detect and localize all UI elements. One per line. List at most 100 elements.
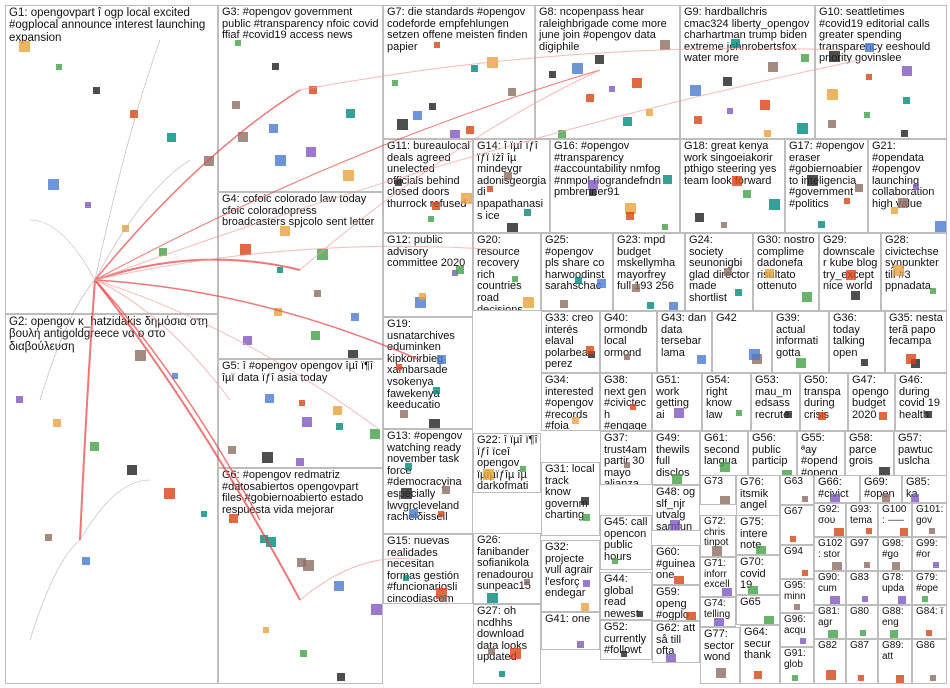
group-label: G38: next gen #civictech #engage useful: [604, 375, 649, 431]
node-icon: [736, 410, 742, 416]
node-icon: [926, 630, 932, 636]
node-icon: [370, 429, 380, 439]
group-label: G56: public particip: [752, 433, 794, 468]
node-icon: [864, 562, 870, 568]
group-g29: G29: downscaler kube blog try_except nic…: [819, 233, 881, 311]
node-icon: [575, 277, 582, 284]
group-g40: G40: ormondb local ormond: [600, 311, 657, 373]
node-icon: [769, 199, 780, 210]
node-icon: [586, 94, 594, 102]
node-icon: [487, 593, 498, 604]
group-g1: G1: opengovpart î ogp local excited #ogp…: [5, 5, 218, 314]
node-icon: [860, 630, 866, 636]
group-label: G6: #opengov redmatriz #datosabiertos op…: [222, 470, 380, 516]
node-icon: [830, 494, 840, 503]
group-label: G90: cum: [818, 573, 843, 594]
group-label: G45: call opencon public hours: [604, 517, 649, 563]
node-icon: [756, 546, 766, 555]
node-icon: [85, 202, 91, 208]
node-icon: [732, 176, 742, 186]
group-g30: G30: nostro complime dadonefa risultato …: [753, 233, 819, 311]
node-icon: [524, 579, 530, 585]
group-g67: G67: [780, 505, 814, 545]
node-icon: [488, 648, 495, 655]
group-label: G82: [818, 641, 843, 652]
group-label: G13: #opengov watching ready november ta…: [387, 431, 470, 524]
node-icon: [865, 43, 874, 52]
node-icon: [314, 290, 321, 297]
node-icon: [348, 350, 358, 359]
node-icon: [632, 284, 640, 292]
node-icon: [858, 675, 864, 681]
node-icon: [768, 62, 778, 72]
node-icon: [933, 562, 939, 568]
node-icon: [911, 494, 919, 502]
node-icon: [785, 411, 792, 418]
group-g92: G92: σου: [814, 503, 846, 537]
node-icon: [450, 130, 460, 139]
group-label: G43: dan data tersebar lama: [661, 313, 709, 359]
node-icon: [274, 308, 282, 316]
group-label: G8: ncopenpass hear raleighbrigade come …: [539, 7, 677, 53]
node-icon: [862, 596, 868, 602]
node-icon: [317, 249, 328, 260]
node-icon: [900, 528, 908, 536]
node-icon: [581, 497, 589, 505]
group-g39: G39: actual informati gotta: [772, 311, 829, 373]
group-g82: G82: [814, 639, 846, 684]
node-icon: [626, 212, 634, 220]
group-label: G30: nostro complime dadonefa risultato …: [757, 235, 816, 293]
node-icon: [896, 675, 904, 683]
group-g31: G31: local track know governm charting: [541, 462, 600, 536]
node-icon: [828, 120, 836, 128]
node-icon: [429, 419, 440, 429]
node-icon: [419, 293, 426, 300]
group-label: G34: interested #opengov #records #foia: [545, 375, 597, 431]
node-icon: [164, 488, 175, 499]
node-icon: [572, 63, 583, 74]
node-icon: [122, 225, 129, 232]
node-icon: [269, 124, 278, 133]
node-icon: [891, 207, 898, 214]
node-icon: [266, 537, 276, 547]
node-icon: [930, 288, 936, 294]
group-label: G11: bureaulocal deals agreed unelected …: [387, 141, 470, 211]
node-icon: [413, 111, 422, 120]
group-label: G81: agr: [818, 607, 843, 628]
group-g50: G50: transpa during crisis: [800, 373, 848, 431]
node-icon: [396, 364, 402, 370]
node-icon: [56, 64, 62, 70]
node-icon: [828, 630, 838, 639]
node-icon: [572, 417, 579, 424]
node-icon: [714, 618, 724, 627]
node-icon: [731, 39, 740, 48]
group-label: G29: downscaler kube blog try_except nic…: [823, 235, 878, 293]
node-icon: [669, 302, 678, 311]
node-icon: [879, 412, 887, 420]
group-label: G39: actual informati gotta: [776, 313, 826, 359]
node-icon: [637, 611, 643, 617]
node-icon: [712, 546, 722, 556]
group-label: G97: [850, 539, 875, 550]
group-label: G63: [784, 477, 811, 488]
node-icon: [646, 109, 653, 116]
group-label: G33: creo interés elaval polarbea perez: [545, 313, 597, 371]
node-icon: [749, 349, 760, 360]
node-icon: [794, 604, 800, 610]
group-g83: G83: [846, 571, 878, 605]
group-g4: G4: cofoic colorado law today cfoic colo…: [218, 192, 383, 359]
node-icon: [829, 51, 840, 62]
node-icon: [589, 189, 596, 196]
group-label: G32: projecte vull agrair l'esforç endeg…: [545, 542, 597, 600]
node-icon: [483, 469, 494, 480]
group-label: G22: î ïµî ï¶î ïƒî ïceî opengov ïµîµïƒîµ…: [477, 435, 538, 493]
group-label: G89: att: [882, 641, 909, 662]
node-icon: [624, 354, 630, 360]
node-icon: [306, 147, 316, 157]
group-label: G99: #or: [916, 539, 944, 560]
node-icon: [834, 528, 844, 537]
group-g75: G75: intere note: [736, 515, 780, 555]
group-g102: G102: stor: [814, 537, 846, 571]
node-icon: [802, 292, 812, 302]
group-g60: G60: #guinea one: [652, 545, 700, 585]
